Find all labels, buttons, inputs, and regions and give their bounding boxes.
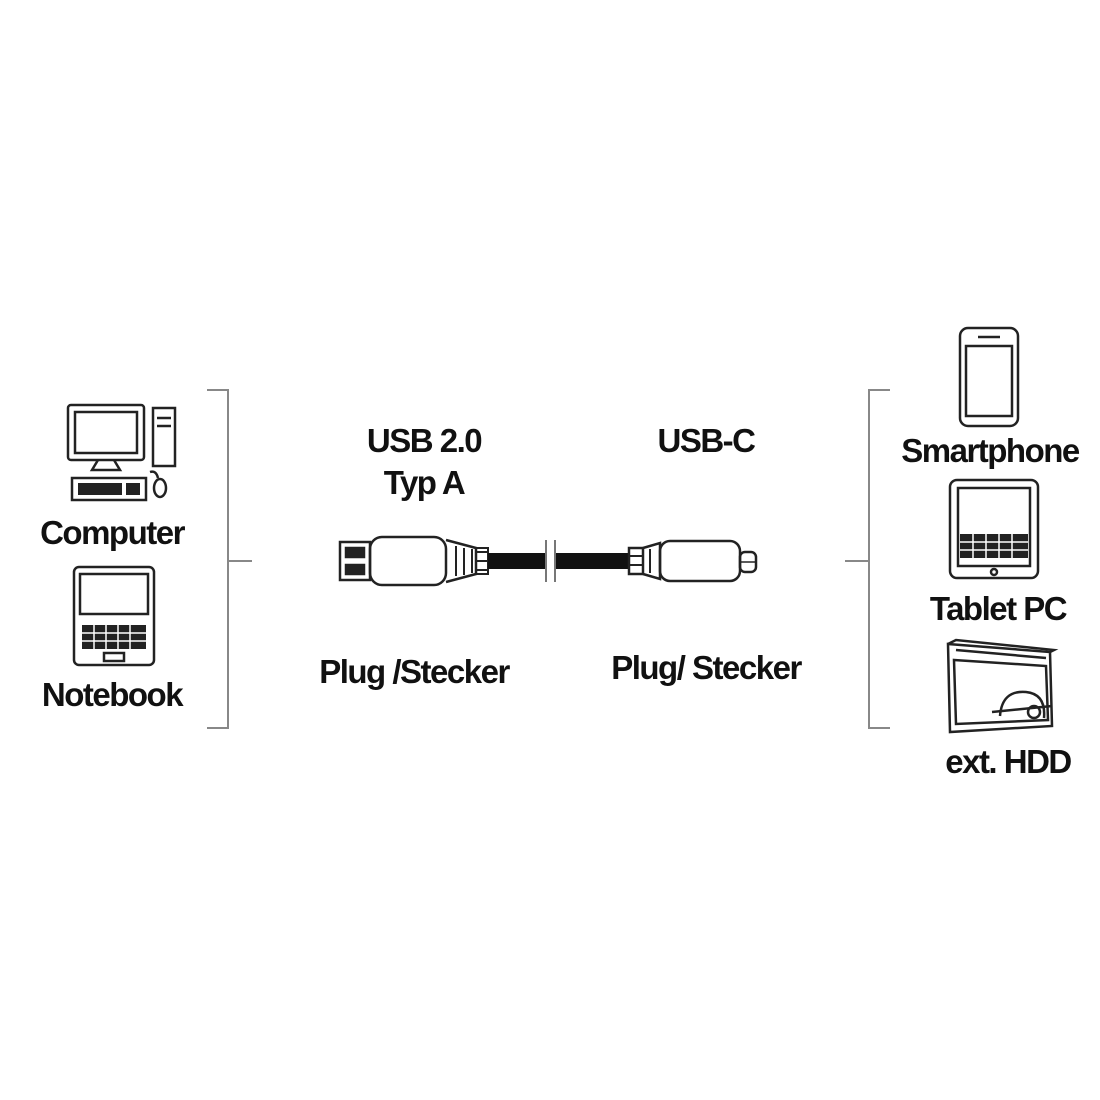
device-label-notebook: Notebook bbox=[41, 676, 184, 713]
left-bracket bbox=[207, 389, 252, 729]
tablet-icon bbox=[948, 478, 1040, 580]
device-label-smartphone: Smartphone bbox=[901, 432, 1080, 469]
usb-a-plug-icon bbox=[338, 535, 489, 587]
notebook-icon bbox=[72, 565, 156, 667]
usb-a-title-line2: Typ A bbox=[383, 464, 466, 501]
device-label-computer: Computer bbox=[40, 514, 185, 551]
usb-a-title-line1: USB 2.0 bbox=[366, 422, 483, 459]
desktop-computer-icon bbox=[66, 403, 177, 502]
external-hdd-icon bbox=[946, 638, 1059, 734]
usb-c-plug-icon bbox=[627, 539, 758, 583]
cable bbox=[488, 540, 629, 582]
device-label-ext-hdd: ext. HDD bbox=[945, 743, 1072, 780]
usb-a-type-label: Plug /Stecker bbox=[319, 653, 510, 690]
right-bracket bbox=[845, 389, 890, 729]
device-label-tablet: Tablet PC bbox=[929, 590, 1068, 627]
smartphone-icon bbox=[958, 326, 1020, 428]
usb-c-type-label: Plug/ Stecker bbox=[611, 649, 802, 686]
usb-c-title: USB-C bbox=[657, 422, 757, 459]
